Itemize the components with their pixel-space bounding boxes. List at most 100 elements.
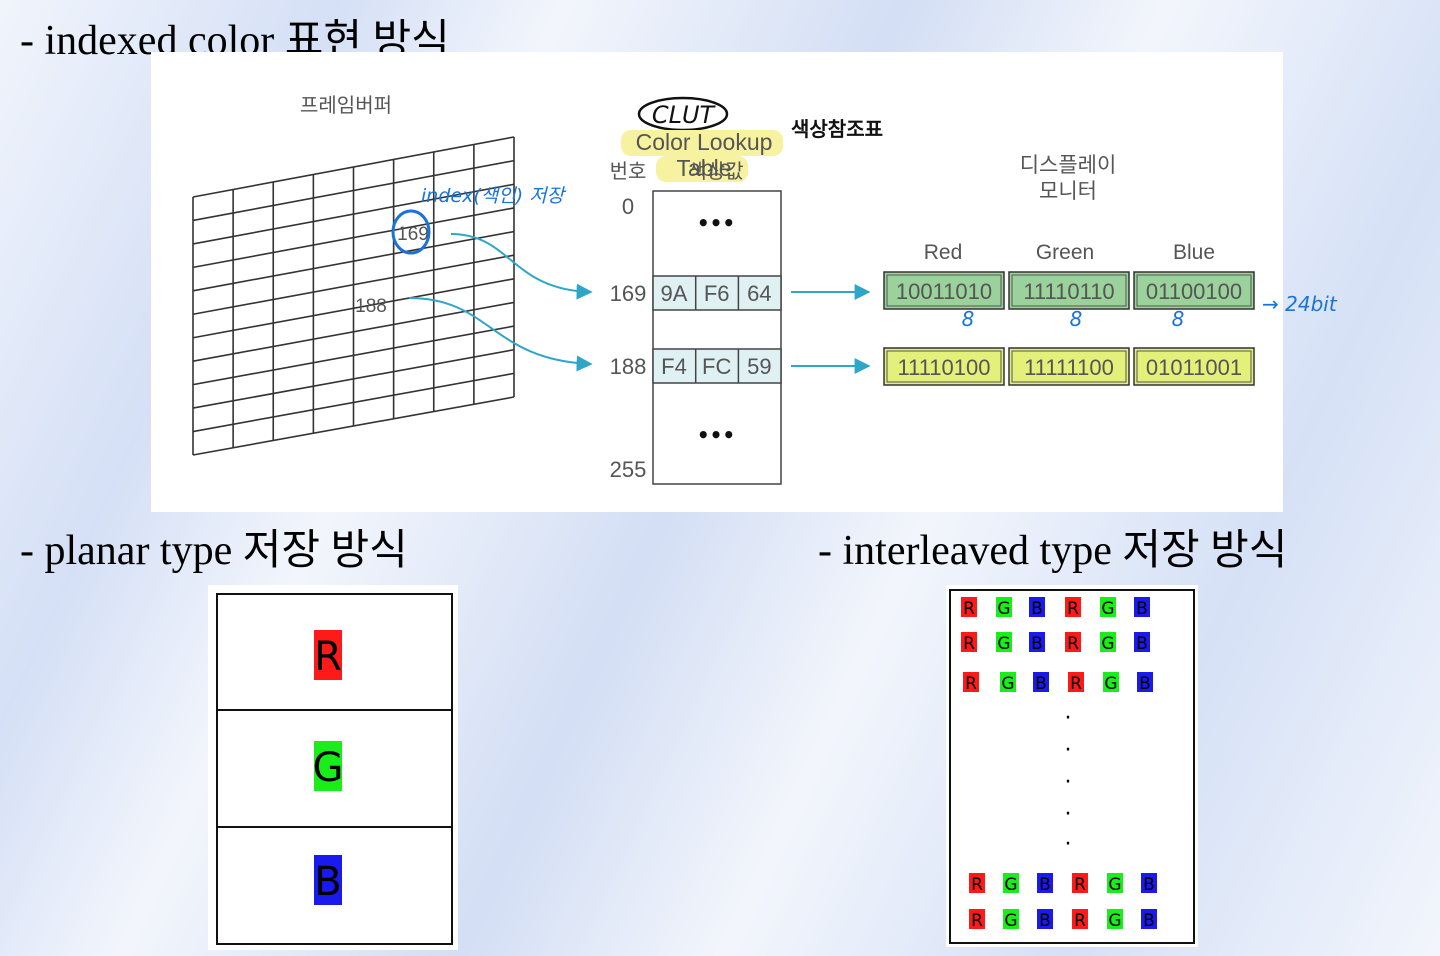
- bit-width-green: 8: [1070, 307, 1083, 331]
- interleaved-cell-bg: [1141, 909, 1157, 929]
- interleaved-cell-g: G: [1101, 634, 1114, 654]
- grid-row-line: [192, 278, 515, 339]
- interleaved-cell-r: R: [1074, 911, 1086, 931]
- display-label-line2: 모니터: [1039, 180, 1097, 203]
- interleaved-cell-r: R: [971, 911, 983, 931]
- bit-value: 01100100: [1146, 279, 1242, 304]
- bit-box-inner: [886, 274, 1002, 307]
- clut-hex-value: F4: [661, 354, 687, 379]
- clut-korean-note: 색상참조표: [791, 117, 883, 141]
- interleaved-cell-r: R: [1074, 875, 1086, 895]
- interleaved-dots: ·····: [1065, 706, 1072, 857]
- arrow-fb-to-clut-188: [408, 297, 593, 372]
- clut-annotation: CLUT: [652, 101, 717, 129]
- interleaved-cell-bg: [1137, 672, 1153, 692]
- planar-svg: R G B: [216, 593, 453, 945]
- interleaved-cell-bg: [963, 672, 979, 692]
- grid-row-line: [192, 372, 515, 433]
- interleaved-cell-g: G: [997, 634, 1010, 654]
- bits-row-188-box: [1133, 347, 1255, 386]
- row-label-188: 188: [610, 354, 647, 379]
- heading-interleaved-type: - interleaved type 저장 방식: [818, 528, 1288, 574]
- interleaved-cell-bg: [969, 909, 985, 929]
- planar-label-b: B: [314, 859, 341, 905]
- interleaved-cell-bg: [1134, 597, 1150, 617]
- interleaved-cell-b: B: [1136, 634, 1148, 654]
- interleaved-cell-bg: [961, 597, 977, 617]
- interleaved-cell-bg: [1107, 873, 1123, 893]
- clut-hex-value: 59: [747, 354, 771, 379]
- clut-hex-value: 9A: [661, 281, 688, 306]
- interleaved-cell-bg: [996, 632, 1012, 652]
- interleaved-cell-g: G: [997, 599, 1010, 619]
- interleaved-cell-bg: [1029, 632, 1045, 652]
- clut-hex-value: F6: [704, 281, 730, 306]
- planar-label-r: R: [314, 634, 342, 680]
- planar-label-g: G: [313, 745, 344, 791]
- bit-box-inner: [1136, 274, 1252, 307]
- vertical-dot: ·: [1065, 802, 1072, 827]
- interleaved-cell-bg: [1072, 873, 1088, 893]
- circle-annotation: [391, 209, 431, 255]
- bits-row-188-box: [1008, 347, 1130, 386]
- interleaved-cell-bg: [996, 597, 1012, 617]
- interleaved-cell-bg: [969, 873, 985, 893]
- interleaved-cell-bg: [1029, 597, 1045, 617]
- grid-row-line: [192, 159, 515, 222]
- interleaved-cell-g: G: [1004, 875, 1017, 895]
- bits-row-169-box: [1008, 271, 1130, 310]
- vertical-dot: ·: [1065, 832, 1072, 857]
- interleaved-cell-g: G: [1001, 674, 1014, 694]
- interleaved-cell-bg: [1100, 597, 1116, 617]
- interleaved-cell-r: R: [1067, 599, 1079, 619]
- planar-label-bg: [314, 741, 342, 791]
- clut-hex-value: 64: [747, 281, 771, 306]
- channel-red: Red: [924, 241, 963, 264]
- clut-entry-169: [652, 275, 782, 311]
- clut-ellipsis-top: •••: [697, 211, 735, 235]
- bit-width-blue: 8: [1172, 307, 1185, 331]
- interleaved-cell-g: G: [1108, 911, 1121, 931]
- planar-label-bg: [314, 855, 342, 905]
- clut-highlight-1: [621, 130, 783, 156]
- interleaved-cell-bg: [1003, 909, 1019, 929]
- planar-diagram: R G B: [208, 585, 458, 950]
- frame-buffer-label: 프레임버퍼: [300, 94, 392, 117]
- interleaved-cell-bg: [961, 632, 977, 652]
- bits-row-169-box: [883, 271, 1005, 310]
- interleaved-cell-bg: [1068, 672, 1084, 692]
- clut-title-line1: Color Lookup: [636, 129, 773, 155]
- interleaved-cell-r: R: [1067, 634, 1079, 654]
- heading-planar-type: - planar type 저장 방식: [20, 528, 408, 574]
- grid-row-line: [192, 254, 515, 316]
- interleaved-cell-bg: [1103, 672, 1119, 692]
- bit-value: 11111100: [1024, 355, 1114, 380]
- bit-box-inner: [1136, 350, 1252, 383]
- clut-hex-value: FC: [702, 354, 731, 379]
- grid-row-line: [192, 183, 515, 245]
- bit-total-note: → 24bit: [1262, 292, 1337, 316]
- fb-cell-188: 188: [355, 296, 387, 317]
- grid-row-line: [192, 136, 515, 198]
- clut-title-line2: Table: [677, 155, 732, 181]
- bits-row-188-box: [883, 347, 1005, 386]
- interleaved-cell-b: B: [1035, 674, 1047, 694]
- row-label-169: 169: [610, 281, 647, 306]
- interleaved-cell-bg: [1037, 873, 1053, 893]
- indexed-color-svg: 프레임버퍼 169 188 index(색인) 저장 CLUT Color Lo…: [192, 94, 1255, 485]
- channel-blue: Blue: [1173, 241, 1215, 264]
- grid-row-line: [192, 348, 515, 409]
- interleaved-cell-g: G: [1004, 911, 1017, 931]
- interleaved-cell-b: B: [1031, 599, 1043, 619]
- interleaved-cell-b: B: [1031, 634, 1043, 654]
- frame-buffer-grid: [192, 136, 515, 456]
- bit-value: 01011001: [1146, 355, 1242, 380]
- interleaved-cell-bg: [1065, 597, 1081, 617]
- interleaved-cell-r: R: [971, 875, 983, 895]
- interleaved-cell-bg: [1107, 909, 1123, 929]
- interleaved-cell-b: B: [1143, 875, 1155, 895]
